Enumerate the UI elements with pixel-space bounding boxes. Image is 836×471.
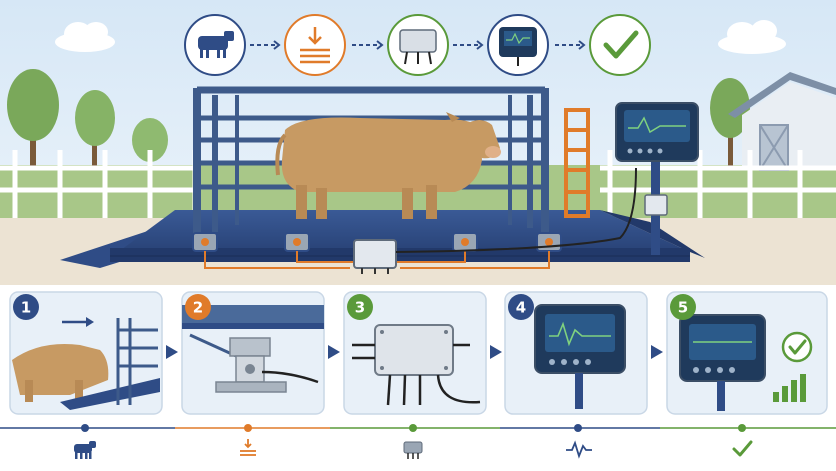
cage-gate bbox=[116, 318, 158, 405]
load-cell-icon bbox=[452, 232, 478, 252]
load-arrow-icon bbox=[300, 27, 330, 64]
load-cells bbox=[192, 232, 562, 252]
right-arrow-icon bbox=[62, 317, 94, 327]
flow-circle-junction bbox=[387, 14, 449, 76]
timeline-dot bbox=[409, 424, 417, 432]
step-number: 4 bbox=[516, 299, 526, 317]
flow-arrows bbox=[250, 40, 586, 50]
step-arrow-icon bbox=[490, 345, 502, 359]
load-cell-wiring bbox=[204, 251, 550, 269]
load-arrow-icon bbox=[240, 439, 256, 456]
step-number: 2 bbox=[193, 299, 203, 317]
barn-icon bbox=[728, 72, 836, 171]
step-3-panel: 3 bbox=[343, 291, 487, 415]
checkmark-icon bbox=[781, 331, 813, 363]
junction-box-icon bbox=[399, 29, 437, 65]
checkmark-icon bbox=[732, 440, 753, 457]
step-number: 5 bbox=[678, 299, 688, 317]
top-scene bbox=[0, 0, 836, 285]
weight-indicator-icon bbox=[679, 314, 766, 411]
step-number: 3 bbox=[355, 299, 365, 317]
tree-icon bbox=[710, 78, 750, 170]
ramp bbox=[60, 378, 160, 410]
junction-box-icon bbox=[374, 324, 454, 376]
weight-indicator bbox=[615, 102, 699, 255]
step-number-badge bbox=[508, 294, 534, 320]
load-cell-icon bbox=[284, 232, 310, 252]
bar-chart-icon bbox=[773, 374, 806, 402]
flow-circle-indicator bbox=[487, 14, 549, 76]
step-number-badge bbox=[13, 294, 39, 320]
timeline bbox=[0, 424, 836, 459]
step-5-panel: 5 bbox=[666, 291, 828, 415]
junction-box-icon bbox=[353, 239, 397, 274]
cow-icon bbox=[74, 441, 96, 459]
indicator-cable bbox=[395, 167, 637, 253]
timeline-dot bbox=[81, 424, 89, 432]
timeline-dot bbox=[574, 424, 582, 432]
entry-gate bbox=[564, 108, 590, 218]
junction-box-icon bbox=[403, 441, 423, 459]
step-number-badge bbox=[670, 294, 696, 320]
cow bbox=[275, 112, 501, 219]
tree-icon bbox=[7, 69, 168, 170]
timeline-dot bbox=[244, 424, 252, 432]
cow-illustration bbox=[12, 344, 109, 395]
checkmark-icon bbox=[603, 30, 639, 59]
step-arrow-icon bbox=[166, 345, 178, 359]
weight-indicator-icon bbox=[534, 304, 626, 409]
step-arrow-icon bbox=[328, 345, 340, 359]
signal-wave-icon bbox=[566, 440, 592, 459]
step-arrow-icon bbox=[651, 345, 663, 359]
load-cell-icon bbox=[192, 232, 218, 252]
step-2-panel: 2 bbox=[181, 291, 325, 415]
step-number: 1 bbox=[21, 299, 31, 317]
step-number-badge bbox=[185, 294, 211, 320]
platform-beam bbox=[182, 305, 324, 323]
flow-circle-load bbox=[284, 14, 346, 76]
cloud-left-icon bbox=[55, 22, 115, 52]
cables bbox=[352, 343, 481, 406]
step-number-badge bbox=[347, 294, 373, 320]
load-cell-icon bbox=[536, 232, 562, 252]
indicator-icon bbox=[499, 27, 537, 66]
flow-circle-cow bbox=[184, 14, 246, 76]
flow-circle-check bbox=[589, 14, 651, 76]
timeline-dot bbox=[738, 424, 746, 432]
cloud-right-icon bbox=[718, 20, 786, 54]
step-1-panel: 1 bbox=[9, 291, 163, 415]
process-flow bbox=[184, 14, 651, 76]
load-cell-icon bbox=[215, 337, 287, 393]
step-4-panel: 4 bbox=[504, 291, 648, 415]
cow-icon bbox=[198, 31, 234, 58]
